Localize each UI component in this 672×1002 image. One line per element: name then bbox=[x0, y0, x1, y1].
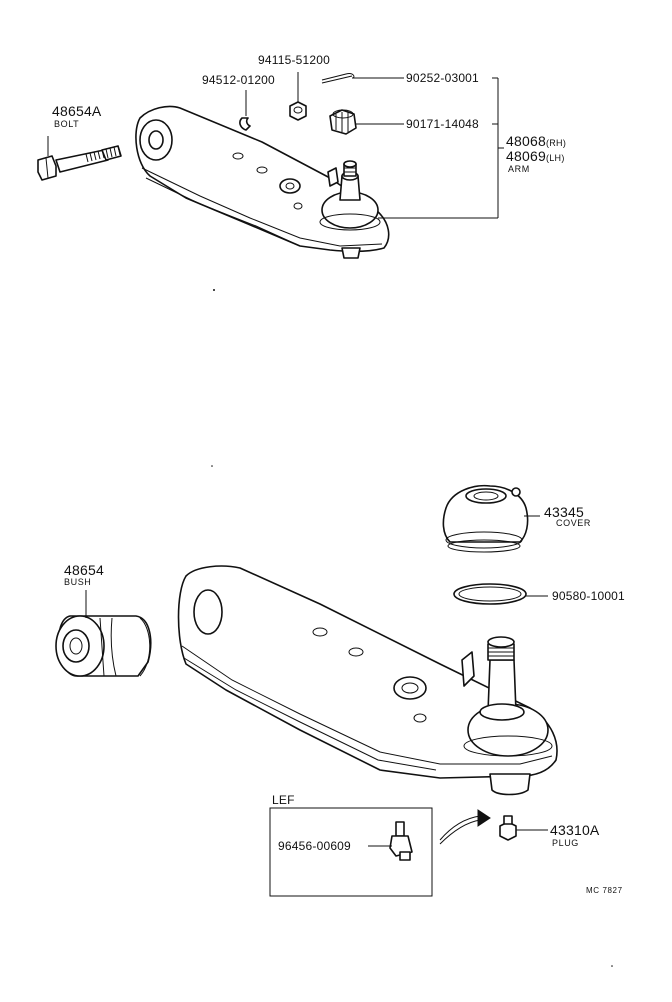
washer-drawing bbox=[239, 117, 251, 131]
castle-nut-drawing bbox=[329, 109, 357, 135]
plug-drawing bbox=[499, 815, 517, 841]
label-48654a: 48654A bbox=[52, 103, 102, 119]
label-94512-01200: 94512-01200 bbox=[202, 73, 275, 87]
label-90580-10001: 90580-10001 bbox=[552, 589, 625, 603]
arrow-icon bbox=[439, 809, 491, 845]
lower-arm-assembly bbox=[55, 484, 558, 897]
label-43310a: 43310A bbox=[550, 822, 600, 838]
label-90171-14048: 90171-14048 bbox=[406, 117, 479, 131]
label-lef: LEF bbox=[272, 793, 295, 807]
upper-arm-assembly bbox=[37, 72, 504, 259]
bolt-drawing bbox=[37, 145, 122, 181]
label-43345: 43345 bbox=[544, 504, 584, 520]
label-arm: ARM bbox=[508, 164, 530, 174]
label-cover: COVER bbox=[556, 518, 592, 528]
label-48654: 48654 bbox=[64, 562, 104, 578]
label-48068-number: 48068 bbox=[506, 133, 546, 149]
bush-drawing bbox=[55, 615, 152, 677]
label-lh: (LH) bbox=[545, 153, 565, 163]
label-48068: 48068(RH) bbox=[506, 133, 566, 149]
label-96456-00609: 96456-00609 bbox=[278, 839, 351, 853]
lower-arm-body bbox=[177, 565, 558, 779]
lower-ball-joint bbox=[461, 636, 553, 796]
label-bolt: BOLT bbox=[54, 119, 80, 129]
label-48069-number: 48069 bbox=[506, 148, 546, 164]
lef-box bbox=[269, 807, 433, 897]
cotter-pin-drawing bbox=[321, 73, 355, 84]
ring-drawing bbox=[453, 583, 527, 605]
upper-ball-joint bbox=[319, 160, 381, 259]
label-48069: 48069(LH) bbox=[506, 148, 565, 164]
label-plug: PLUG bbox=[552, 838, 579, 848]
label-bush: BUSH bbox=[64, 577, 92, 587]
grease-fitting-drawing bbox=[389, 821, 413, 861]
label-94115-51200: 94115-51200 bbox=[258, 53, 331, 67]
diagram-code: MC 7827 bbox=[586, 886, 623, 895]
cover-drawing bbox=[442, 484, 529, 553]
label-rh: (RH) bbox=[545, 138, 567, 148]
label-90252-03001: 90252-03001 bbox=[406, 71, 479, 85]
nut-drawing bbox=[289, 101, 307, 121]
